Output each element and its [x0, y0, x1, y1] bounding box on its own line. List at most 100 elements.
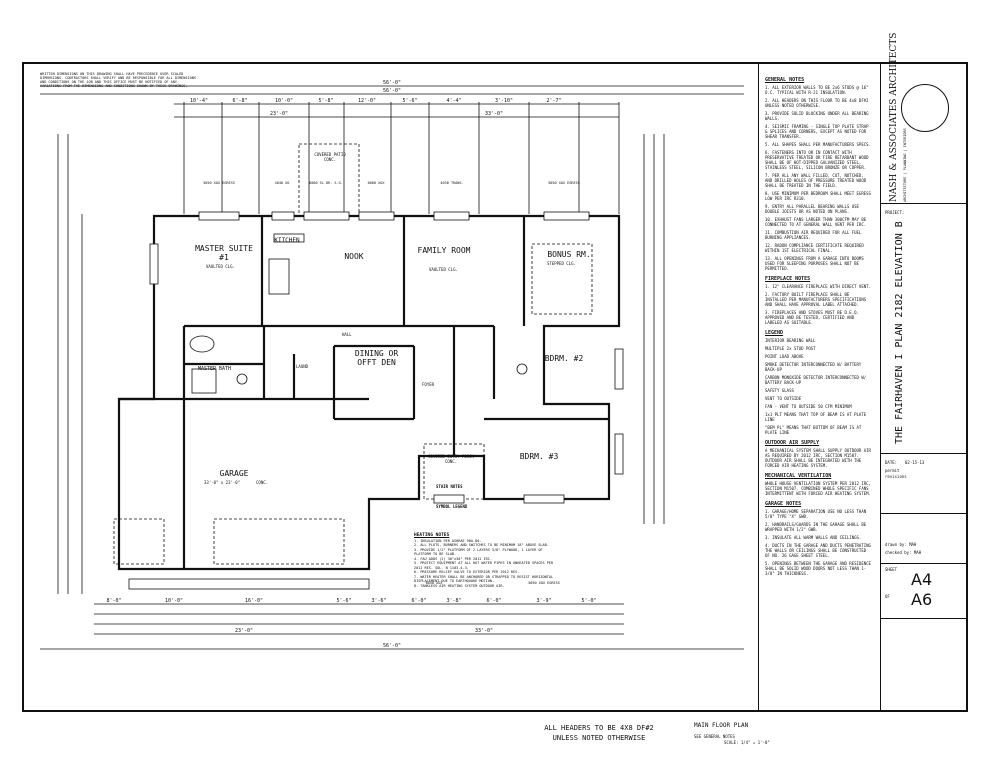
room-bonus-sub: STEPPED CLG. — [547, 261, 576, 266]
general-note: 13. ALL OPENINGS FROM A GARAGE INTO ROOM… — [765, 256, 864, 271]
drawn-by: drawn by: MAH — [885, 542, 917, 547]
heating-note: 1. INSULATION PER ASHRAE 90A-80. — [414, 538, 482, 543]
garage-note: 4. DUCTS IN THE GARAGE AND DUCTS PENETRA… — [765, 543, 871, 558]
general-note: 10. EXHAUST FANS LARGER THAN 300CFM MAY … — [765, 217, 867, 227]
heating-note: 4. FAU ADDS (2) 30"x30" PER 2012 IRC. — [414, 556, 492, 561]
svg-text:33'-0": 33'-0" — [475, 628, 493, 634]
svg-text:6'-8": 6'-8" — [232, 98, 247, 104]
date-label: DATE: — [885, 460, 898, 465]
plan-sub: SEE GENERAL NOTES — [694, 734, 735, 739]
svg-text:5050 XOX EGRESS: 5050 XOX EGRESS — [548, 181, 580, 185]
heating-note: 2. ALL PLOTS, BURNERS AND SWITCHES TO BE… — [414, 543, 549, 547]
general-note: 5. ALL SHAPES SHALL PER MANUFACTURERS SP… — [765, 142, 871, 147]
legend-item: POINT LOAD ABOVE — [765, 354, 804, 359]
headers-note-2: UNLESS NOTED OTHERWISE — [552, 734, 646, 742]
heating-note: 7. WATER HEATER SHALL BE ANCHORED OR STR… — [414, 574, 554, 584]
general-note: 6. FASTENERS INTO OR IN CONTACT WITH PRE… — [765, 150, 869, 170]
outdoor-title: OUTDOOR AIR SUPPLY — [765, 440, 820, 446]
svg-text:6060 XOX: 6060 XOX — [368, 181, 386, 185]
general-note: 12. RADON COMPLIANCE CERTIFICATE REQUIRE… — [765, 243, 864, 253]
title-block: NASH & ASSOCIATES ARCHITECTS ARCHITECTUR… — [880, 33, 967, 710]
svg-text:4030 TRANS.: 4030 TRANS. — [440, 181, 463, 185]
legend-item: INTERIOR BEARING WALL — [765, 338, 816, 343]
svg-text:6080 SL DR. S.G.: 6080 SL DR. S.G. — [309, 181, 343, 185]
general-note: 1. ALL EXTERIOR WALLS TO BE 2x6 STUDS @ … — [765, 85, 869, 95]
fireplace-note: 1. 12" CLEARANCE FIREPLACE WITH DIRECT V… — [765, 284, 871, 289]
garage-note: 1. GARAGE/HOME SEPARATION USE NO LESS TH… — [765, 509, 867, 519]
floor-plan-drawing: 56'-0" 56'-0" 10'-4" 6'-8" 10'-0" 5'-8" … — [40, 80, 744, 650]
heating-note: 6. PRESSURE RELIEF VALVE TO EXTERIOR PER… — [414, 570, 520, 574]
legend-item: VENT TO OUTSIDE — [765, 396, 802, 401]
svg-text:4040 XO: 4040 XO — [275, 181, 290, 185]
heating-note: 5. PROTECT EQUIPMENT AT ALL HOT WATER PI… — [414, 561, 554, 570]
svg-text:5'-6": 5'-6" — [336, 598, 351, 604]
svg-text:8'-0": 8'-0" — [106, 598, 121, 604]
legend-item: "BEM PL" MEANS THAT BOTTOM OF BEAM IS AT… — [765, 425, 862, 435]
svg-text:10'-0": 10'-0" — [275, 98, 293, 104]
general-note: 7. PER ALL ANY WALL FILLED, CUT, NOTCHED… — [765, 173, 867, 188]
svg-text:6'-0": 6'-0" — [486, 598, 501, 604]
room-nook: NOOK — [344, 252, 364, 261]
room-kitchen: KITCHEN — [274, 237, 300, 244]
svg-text:5050 XOX EGRESS: 5050 XOX EGRESS — [203, 181, 235, 185]
room-garage-sub2: CONC. — [256, 480, 269, 485]
heating-note: 8. TANKLESS AIR HEATING SYSTEM OUTDOOR A… — [414, 583, 505, 588]
svg-text:6'-0": 6'-0" — [411, 598, 426, 604]
room-bonus: BONUS RM. — [547, 250, 591, 259]
outdoor-note: A MECHANICAL SYSTEM SHALL SUPPLY OUTDOOR… — [765, 448, 871, 468]
room-family-sub: VAULTED CLG. — [429, 267, 458, 272]
date-value: 02-15-13 — [905, 460, 925, 465]
drawn-block: drawn by: MAH checked by: MAH — [881, 514, 967, 564]
room-dining: DINING OR OFFT DEN — [354, 349, 399, 367]
svg-text:3'-10": 3'-10" — [495, 98, 513, 104]
room-master-bath: MASTER BATH — [197, 366, 232, 372]
general-note: 4. SEISMIC FRAMING - SINGLE TOP PLATE ST… — [765, 124, 869, 139]
general-note: 3. PROVIDE SOLID BLOCKING UNDER ALL BEAR… — [765, 111, 869, 121]
fireplace-note: 2. FACTORY BUILT FIREPLACE SHALL BE INST… — [765, 292, 867, 307]
garage-note: 2. HANDRAILS/GUARDS IN THE GARAGE SHALL … — [765, 522, 867, 532]
revisions-text: revisions — [885, 474, 907, 479]
room-bdrm2: BDRM. #2 — [544, 354, 584, 363]
dim-overall-top: 56'-0" — [383, 80, 401, 86]
svg-text:6050 XOX: 6050 XOX — [426, 581, 444, 585]
notes-column: GENERAL NOTES 1. ALL EXTERIOR WALLS TO B… — [758, 64, 876, 710]
room-master-suite: MASTER SUITE #1 — [195, 244, 253, 262]
svg-text:23'-0": 23'-0" — [270, 111, 288, 117]
checked-by: checked by: MAH — [885, 550, 922, 555]
svg-text:16'-0": 16'-0" — [245, 598, 263, 604]
sheet-label: SHEET — [885, 567, 898, 572]
headers-note-1: ALL HEADERS TO BE 4X8 DF#2 — [544, 724, 654, 732]
firm-logo — [901, 84, 949, 132]
legend-item: CARBON MONOXIDE DETECTOR INTERCONNECTED … — [765, 375, 867, 385]
stamp-block — [881, 619, 967, 710]
svg-text:56'-0": 56'-0" — [383, 88, 401, 94]
plan-scale: SCALE: 1/4" = 1'-0" — [724, 740, 770, 745]
floor-plan-area: WRITTEN DIMENSIONS ON THIS DRAWING SHALL… — [24, 64, 770, 745]
legend-item: SAFETY GLASS — [765, 388, 794, 393]
svg-text:5050 XOX EGRESS: 5050 XOX EGRESS — [528, 581, 560, 585]
fireplace-note: 3. FIREPLACES AND STOVES MUST BE D.E.Q. … — [765, 310, 859, 325]
sheet-number: A4 — [911, 570, 933, 589]
room-entry: COVERED ENTRY PORCH CONC. — [428, 454, 474, 464]
svg-text:3'-8": 3'-8" — [446, 598, 461, 604]
garage-note: 5. OPENINGS BETWEEN THE GARAGE AND RESID… — [765, 561, 871, 576]
room-patio: COVERED PATIO CONC. — [314, 152, 346, 162]
mech-title: MECHANICAL VENTILATION — [765, 473, 832, 479]
room-family: FAMILY ROOM — [417, 246, 471, 255]
plan-title: MAIN FLOOR PLAN — [694, 722, 749, 729]
general-note: 2. ALL HEADERS ON THIS FLOOR TO BE 4x8 D… — [765, 98, 869, 108]
svg-text:2'-7": 2'-7" — [546, 98, 561, 104]
room-bdrm3: BDRM. #3 — [519, 452, 559, 461]
firm-sub: ARCHITECTURE | PLANNING | INTERIORS — [903, 128, 907, 202]
heating-note: 3. PROVIDE 1/2" PLATFORM OF 2 LAYERS 5/8… — [414, 547, 543, 557]
permit-text: permit — [885, 468, 900, 473]
project-label: PROJECT: — [885, 210, 905, 215]
room-laund: LAUND — [296, 364, 309, 369]
legend-item: SMOKE DETECTOR INTERCONNECTED W/ BATTERY… — [765, 362, 862, 372]
svg-text:10'-0": 10'-0" — [165, 598, 183, 604]
svg-text:5'-0": 5'-0" — [581, 598, 596, 604]
svg-text:5'-6": 5'-6" — [402, 98, 417, 104]
svg-text:3'-6": 3'-6" — [371, 598, 386, 604]
svg-text:5'-8": 5'-8" — [318, 98, 333, 104]
firm-name: NASH & ASSOCIATES ARCHITECTS — [889, 32, 899, 202]
